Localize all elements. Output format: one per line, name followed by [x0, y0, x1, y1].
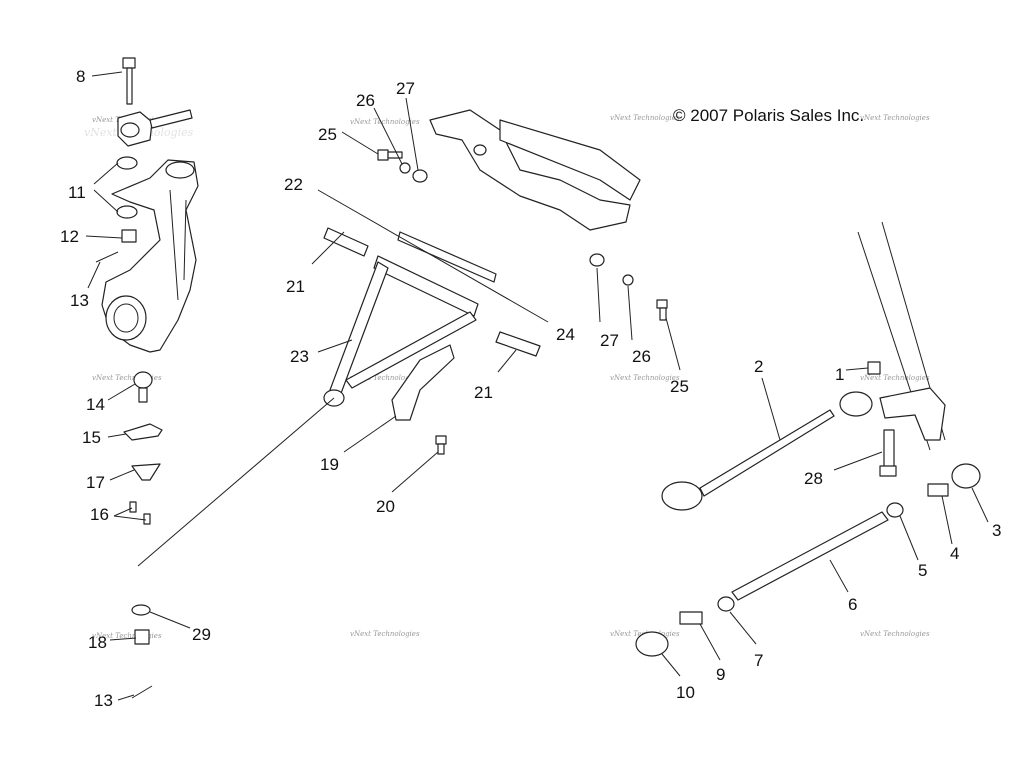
callout-27a: 27	[396, 79, 415, 98]
part-boot-17	[131, 463, 161, 481]
part-tube-6	[731, 511, 889, 601]
part-washer-27b	[589, 253, 605, 267]
part-tie-rod-end-top	[117, 109, 193, 147]
leader-lines	[85, 71, 989, 701]
callout-17: 17	[86, 473, 105, 492]
part-rod-end-10	[635, 631, 669, 657]
callout-15: 15	[82, 428, 101, 447]
part-nut-1	[867, 361, 881, 375]
part-washer-27a	[412, 169, 428, 183]
part-jam-nut-7	[717, 596, 735, 612]
callout-3: 3	[992, 521, 1001, 540]
watermark: vNext Technologies	[610, 114, 680, 122]
assembly-axis-line-22	[317, 189, 549, 323]
part-rod-end-3	[951, 463, 981, 489]
callout-9: 9	[716, 665, 725, 684]
callout-2: 2	[754, 357, 763, 376]
callout-12: 12	[60, 227, 79, 246]
callout-21b: 21	[474, 383, 493, 402]
watermark: vNext Technologies	[610, 374, 680, 382]
callout-labels: 1 2 3 4 5 6 7 8 9 10 11 12 13 14 15 16 1…	[60, 67, 1001, 710]
callout-7: 7	[754, 651, 763, 670]
part-washer-11b	[116, 205, 138, 219]
callout-27b: 27	[600, 331, 619, 350]
part-steering-arm	[879, 387, 946, 441]
part-cotter-pin-13b	[131, 685, 153, 699]
watermark: vNext Technologies	[860, 630, 930, 638]
callout-13a: 13	[70, 291, 89, 310]
callout-21a: 21	[286, 277, 305, 296]
part-bushing-21a	[323, 227, 369, 257]
callout-29: 29	[192, 625, 211, 644]
callout-26a: 26	[356, 91, 375, 110]
part-tie-rod-2	[661, 391, 873, 511]
callout-16: 16	[90, 505, 109, 524]
part-washer-29	[131, 604, 151, 616]
callout-20: 20	[376, 497, 395, 516]
callout-8: 8	[76, 67, 85, 86]
part-guard-19	[391, 344, 455, 421]
callout-22: 22	[284, 175, 303, 194]
part-ball-joint-14	[133, 371, 153, 403]
part-adjuster-4	[927, 483, 949, 497]
watermark: vNext Technologies	[860, 114, 930, 122]
watermark: vNext Technologies	[350, 374, 420, 382]
callout-19: 19	[320, 455, 339, 474]
callout-5: 5	[918, 561, 927, 580]
callout-10: 10	[676, 683, 695, 702]
callout-25b: 25	[670, 377, 689, 396]
part-bolt-28	[879, 429, 897, 477]
part-bolt-20	[435, 435, 447, 455]
callout-1: 1	[835, 365, 844, 384]
part-screw-16b	[143, 513, 151, 525]
callout-26b: 26	[632, 347, 651, 366]
part-screw-16a	[129, 501, 137, 513]
callout-13b: 13	[94, 691, 113, 710]
watermark: vNext Technologies	[350, 630, 420, 638]
part-plate-15	[123, 423, 163, 441]
part-steering-knuckle	[101, 159, 199, 353]
assembly-axis-line	[137, 397, 335, 567]
callout-11: 11	[68, 183, 86, 202]
watermark: vNext Technologies	[860, 374, 930, 382]
part-nut-26a	[399, 162, 411, 174]
part-bushing-21b	[495, 331, 541, 357]
copyright-text: © 2007 Polaris Sales Inc.	[673, 106, 864, 125]
part-nut-12	[121, 229, 137, 243]
watermark: vNext Technologies	[92, 374, 162, 382]
callout-24: 24	[556, 325, 575, 344]
callout-6: 6	[848, 595, 857, 614]
watermark: vNext Technologies	[350, 118, 420, 126]
part-washer-11a	[116, 156, 138, 170]
part-nut-26b	[622, 274, 634, 286]
part-jam-nut-5	[886, 502, 904, 518]
part-bolt-25a	[377, 149, 403, 161]
part-frame	[429, 109, 641, 231]
part-pivot-shaft-22	[397, 231, 497, 283]
part-nut-18	[134, 629, 150, 645]
callout-28: 28	[804, 469, 823, 488]
callout-25a: 25	[318, 125, 337, 144]
part-adjuster-9	[679, 611, 703, 625]
part-cotter-pin-13a	[95, 251, 119, 263]
part-a-arm-23	[323, 255, 479, 407]
callout-14: 14	[86, 395, 105, 414]
watermark: vNext Technologies	[92, 632, 162, 640]
part-bolt-25b	[656, 299, 668, 321]
callout-18: 18	[88, 633, 107, 652]
part-bolt-8	[122, 57, 136, 105]
callout-4: 4	[950, 544, 959, 563]
callout-23: 23	[290, 347, 309, 366]
